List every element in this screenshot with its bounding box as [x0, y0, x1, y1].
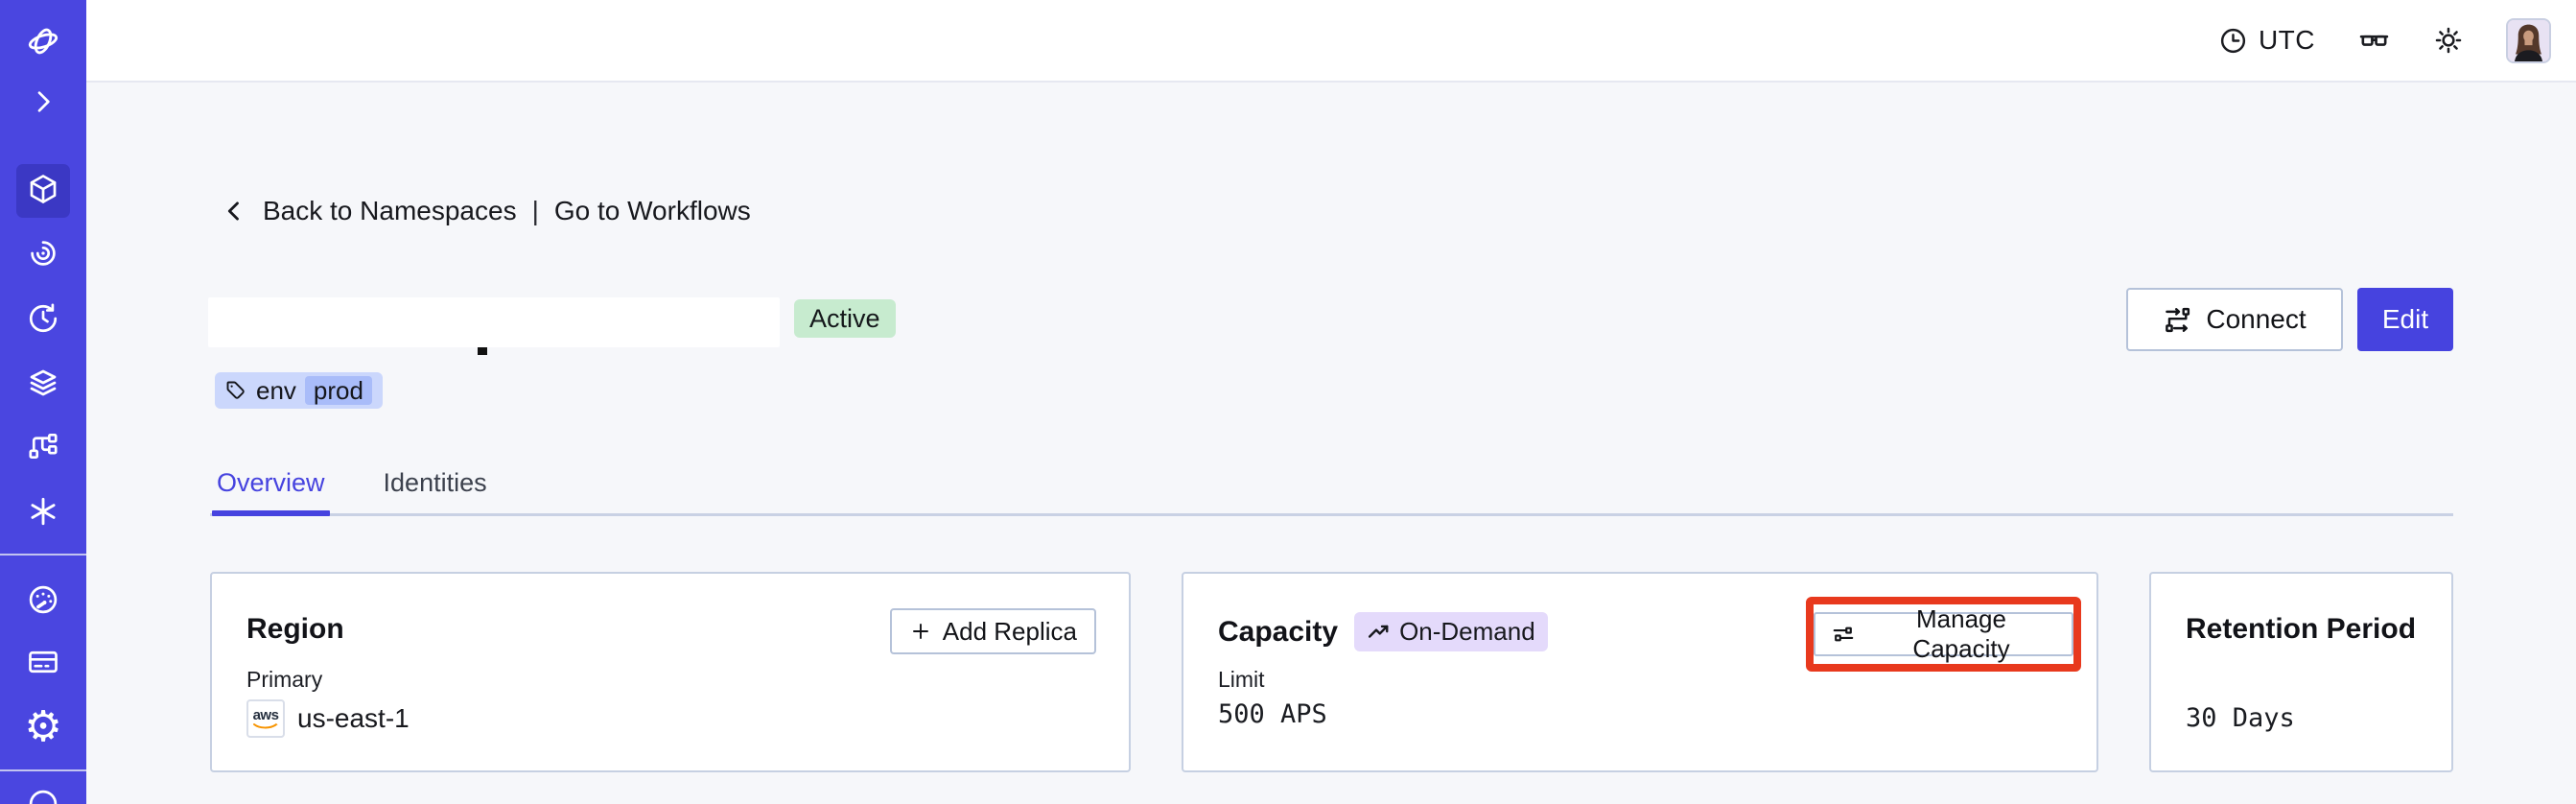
tag-key: env [256, 375, 296, 405]
sidebar-item-schedules[interactable] [26, 301, 60, 336]
breadcrumb-back-link[interactable]: Back to Namespaces [263, 196, 517, 225]
aws-word: aws [252, 707, 279, 723]
timezone-selector[interactable]: UTC [2218, 25, 2315, 56]
support-icon [26, 787, 60, 804]
region-value-row: aws us-east-1 [246, 699, 410, 738]
tag-value: prod [313, 375, 363, 405]
sidebar-divider [0, 554, 86, 556]
on-demand-label: On-Demand [1399, 617, 1535, 646]
tab-overview[interactable]: Overview [212, 464, 330, 516]
deployments-stack-icon [26, 366, 60, 400]
breadcrumb-separator: | [531, 196, 539, 225]
back-chevron-icon [221, 198, 247, 225]
usage-gauge-icon [26, 582, 60, 617]
header-actions: Connect Edit [2126, 288, 2453, 351]
sidebar-item-usage[interactable] [26, 582, 60, 617]
sidebar-item-workflows[interactable] [26, 236, 60, 271]
namespace-title-redacted [208, 297, 780, 347]
user-avatar[interactable] [2506, 17, 2551, 63]
add-replica-button[interactable]: Add Replica [889, 608, 1096, 654]
tag-value-chip: prod [304, 375, 372, 405]
retention-value: 30 Days [2186, 703, 2295, 733]
batch-operations-graph-icon [26, 429, 60, 463]
sidebar-item-settings[interactable]: ⚙ [24, 706, 61, 748]
aws-logo: aws [246, 699, 285, 738]
capacity-limit-value: 500 APS [1218, 699, 1327, 729]
settings-gear-icon: ⚙ [24, 702, 62, 751]
trend-up-icon [1367, 620, 1391, 644]
overview-cards: Region Add Replica Primary aws [210, 572, 2453, 772]
region-card: Region Add Replica Primary aws [210, 572, 1131, 772]
temporal-logo-icon[interactable] [25, 23, 61, 59]
namespace-tag[interactable]: env prod [215, 372, 383, 409]
on-demand-badge: On-Demand [1354, 612, 1548, 651]
sidebar-divider [0, 769, 86, 771]
manage-capacity-label: Manage Capacity [1912, 604, 2010, 663]
workflows-spiral-icon [26, 236, 60, 271]
region-card-title: Region [246, 613, 344, 645]
tag-icon [224, 379, 247, 402]
sidebar-item-nexus[interactable] [26, 494, 60, 529]
retention-card: Retention Period 30 Days [2149, 572, 2453, 772]
main-content: Back to Namespaces | Go to Workflows Act… [86, 83, 2576, 804]
tab-identities[interactable]: Identities [382, 464, 489, 513]
nexus-asterisk-icon [26, 494, 60, 529]
title-redaction-dot [478, 347, 487, 355]
namespaces-cube-icon [26, 172, 60, 211]
primary-label: Primary [246, 667, 323, 692]
clock-icon [2218, 26, 2248, 56]
plus-icon [909, 620, 932, 643]
breadcrumb-workflows-link[interactable]: Go to Workflows [553, 196, 751, 225]
connect-button-label: Connect [2206, 304, 2307, 334]
tab-overview-label: Overview [217, 468, 325, 497]
tab-bar: Overview Identities [210, 464, 2453, 516]
sidebar-item-deployments[interactable] [26, 366, 60, 400]
sidebar-item-batch-operations[interactable] [26, 429, 60, 463]
region-value: us-east-1 [297, 703, 410, 733]
capacity-card: Capacity On-Demand [1182, 572, 2098, 772]
edit-button-label: Edit [2381, 304, 2429, 334]
sidebar-expand-chevron-icon[interactable] [28, 86, 59, 117]
sliders-icon [1831, 622, 1856, 647]
schedules-clock-icon [26, 301, 60, 336]
sidebar-item-namespaces[interactable] [16, 164, 70, 218]
manage-capacity-button[interactable]: Manage Capacity [1814, 604, 2073, 663]
breadcrumb[interactable]: Back to Namespaces | Go to Workflows [221, 196, 751, 226]
sidebar: ⚙ [0, 0, 86, 804]
status-badge-label: Active [809, 303, 880, 333]
connect-button[interactable]: Connect [2126, 288, 2343, 351]
sidebar-item-billing[interactable] [26, 645, 60, 679]
billing-card-icon [26, 645, 60, 679]
retention-card-title: Retention Period [2186, 613, 2417, 645]
labs-glasses-icon[interactable] [2357, 24, 2391, 58]
timezone-label: UTC [2258, 25, 2315, 55]
topbar: UTC [86, 0, 2576, 83]
aws-smile [253, 722, 278, 729]
manage-capacity-annotation-box: Manage Capacity [1806, 597, 2081, 672]
connect-flow-icon [2163, 305, 2192, 335]
edit-button[interactable]: Edit [2357, 288, 2453, 351]
capacity-card-title: Capacity [1218, 615, 1339, 648]
sidebar-item-support[interactable] [26, 787, 60, 804]
status-badge: Active [794, 299, 896, 338]
theme-sun-icon[interactable] [2433, 25, 2464, 56]
add-replica-label: Add Replica [942, 616, 1077, 646]
tab-identities-label: Identities [383, 468, 487, 497]
limit-label: Limit [1218, 667, 1265, 692]
